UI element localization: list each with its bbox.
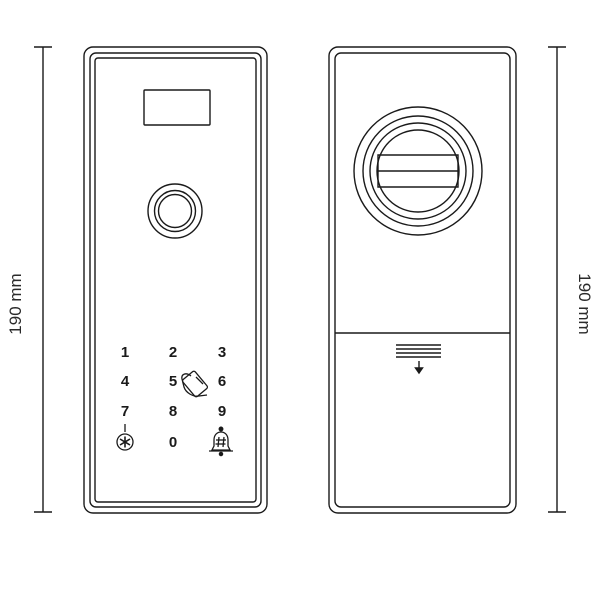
fingerprint-sensor-icon — [147, 183, 203, 239]
key-8: 8 — [169, 403, 177, 420]
back-panel — [328, 46, 517, 514]
key-0: 0 — [169, 434, 177, 451]
display-window — [143, 89, 211, 126]
right-dimension-line — [548, 46, 566, 513]
rfid-card-icon — [181, 370, 209, 398]
key-2: 2 — [169, 344, 177, 361]
key-1: 1 — [121, 344, 129, 361]
key-7: 7 — [121, 403, 129, 420]
keypad: 1 2 3 4 5 6 7 8 9 0 — [121, 344, 226, 451]
asterisk-circle-icon — [116, 424, 134, 451]
key-6: 6 — [218, 373, 226, 390]
arrow-down-icon — [414, 361, 424, 375]
front-panel — [83, 46, 268, 514]
left-dimension-line — [34, 46, 52, 513]
key-5: 5 — [169, 373, 177, 390]
right-dimension-label: 190 mm — [575, 273, 594, 334]
key-3: 3 — [218, 344, 226, 361]
key-4: 4 — [121, 373, 130, 390]
key-9: 9 — [218, 403, 226, 420]
thumb-turn-knob — [353, 106, 483, 236]
left-dimension-label: 190 mm — [6, 273, 25, 334]
battery-cover-vent — [396, 344, 441, 358]
bell-hash-icon — [209, 426, 233, 457]
